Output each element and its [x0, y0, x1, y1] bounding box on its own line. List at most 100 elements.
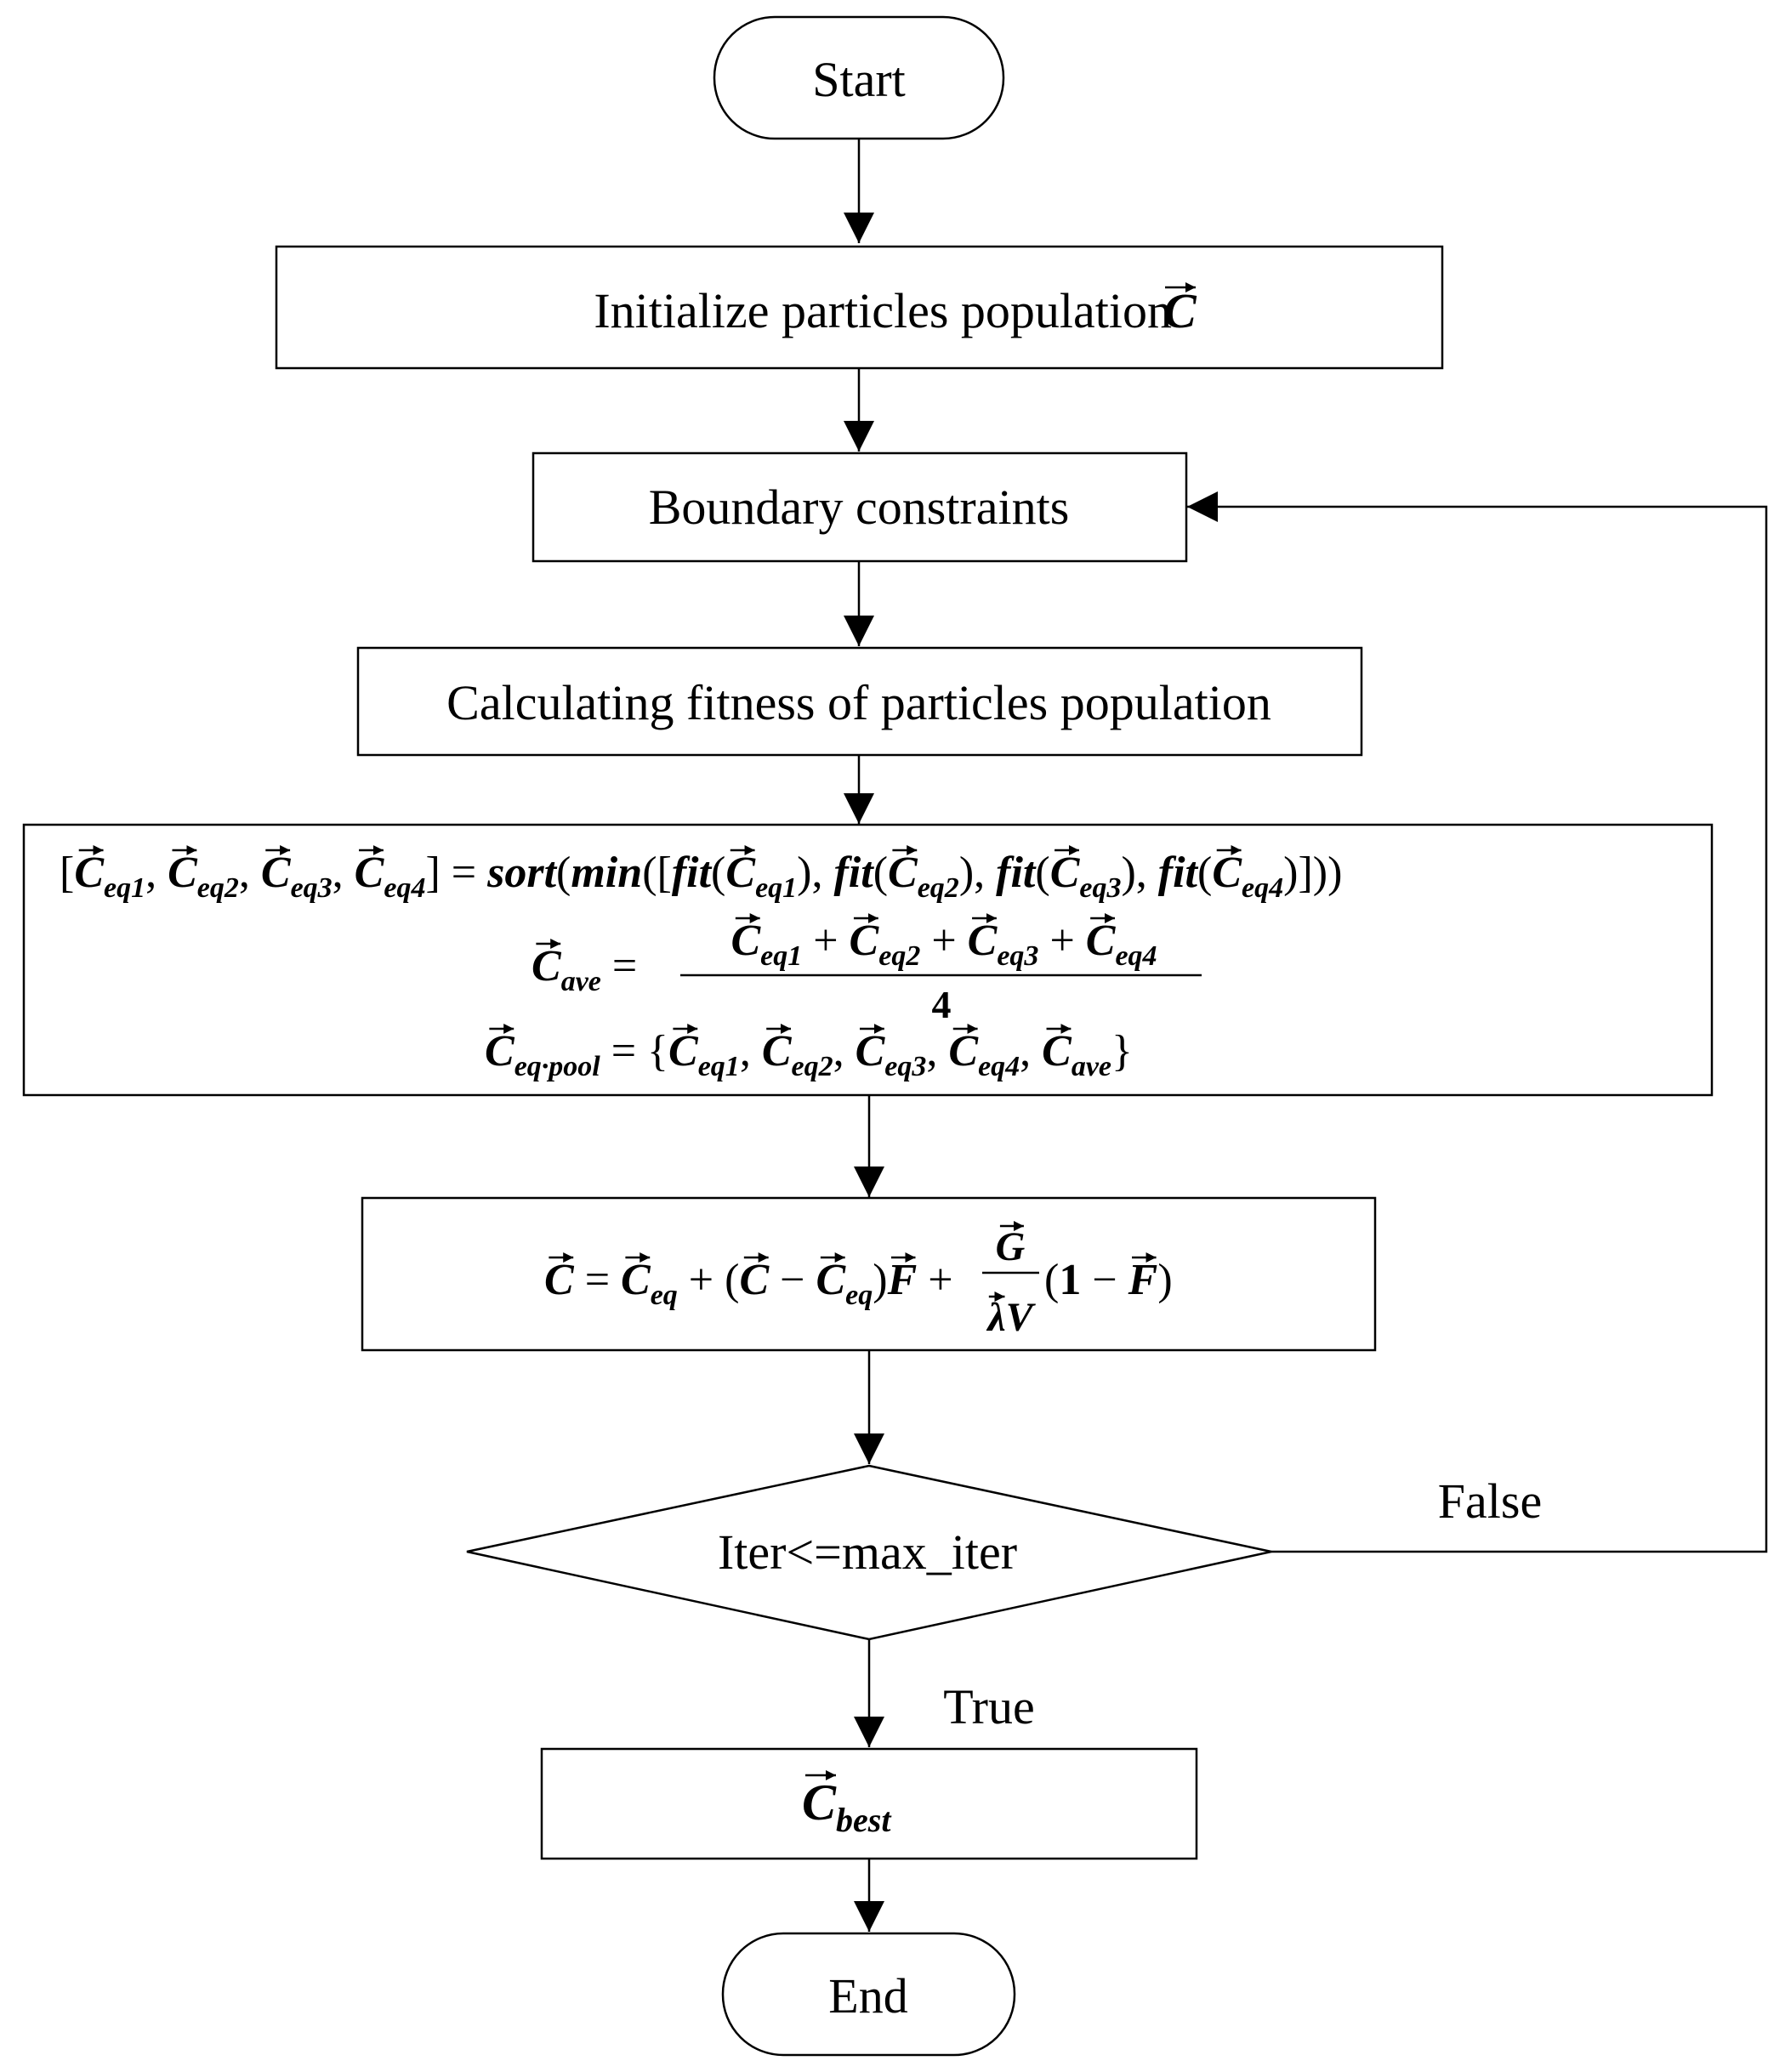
sub-eq4: eq4	[384, 872, 425, 904]
sub-eq1: eq1	[104, 872, 145, 904]
upd-lambda: λ	[986, 1295, 1005, 1340]
pool-c: C	[485, 1027, 515, 1076]
pool-sub-eq1: eq1	[698, 1051, 740, 1082]
fit-fn-3: fit	[996, 849, 1037, 897]
paren: )	[1157, 1256, 1172, 1304]
sub-eq3: eq3	[291, 872, 333, 904]
best-output-box	[540, 1747, 1198, 1860]
upd-sub-eq2: eq	[845, 1280, 873, 1311]
update-numerator-g: G	[996, 1224, 1026, 1269]
upd-c: C	[544, 1256, 575, 1304]
upd-one: 1	[1059, 1256, 1081, 1304]
num-sub-eq1: eq1	[760, 940, 802, 972]
c-eq3: C	[261, 849, 292, 897]
paren: ([	[642, 849, 672, 897]
upd-v: V	[1006, 1295, 1037, 1340]
pool-c-eq2: C	[762, 1027, 793, 1076]
plus: +	[917, 1256, 952, 1304]
c-ave: C	[532, 942, 562, 991]
brace-close: }	[1111, 1027, 1133, 1076]
paren: (	[556, 849, 571, 897]
upd-sub-eq: eq	[651, 1280, 678, 1311]
brace-open: = {	[600, 1027, 668, 1076]
pool-c-ave: C	[1042, 1027, 1072, 1076]
pool-sub-eq2: eq2	[792, 1051, 833, 1082]
c-eq1: C	[74, 849, 105, 897]
plus: +	[920, 917, 967, 965]
fit-c-eq2: C	[888, 849, 918, 897]
init-label-group: Initialize particles population C	[594, 282, 1197, 338]
sort-fn: sort	[486, 849, 557, 897]
equilibrium-pool-box	[22, 823, 1714, 1097]
best-c: C	[802, 1774, 837, 1831]
num-c-eq2: C	[850, 917, 880, 965]
paren: ),	[1121, 849, 1157, 897]
denominator-four: 4	[932, 983, 952, 1026]
start-terminal	[713, 15, 1005, 140]
fit-fn-4: fit	[1158, 849, 1199, 897]
comma: ,	[926, 1027, 948, 1076]
paren: )	[873, 1256, 887, 1304]
equation-average: Cave = Ceq1 + Ceq2 + Ceq3 + Ceq4 4	[532, 917, 1202, 1026]
paren: (	[873, 849, 888, 897]
fitness-process-box	[356, 646, 1363, 757]
pool-text: Ceq·pool = {Ceq1, Ceq2, Ceq3, Ceq4, Cave…	[485, 1027, 1133, 1082]
comma: ,	[1020, 1027, 1042, 1076]
comma: ,	[145, 849, 168, 897]
num-sub-eq4: eq4	[1115, 940, 1157, 972]
iteration-decision	[466, 1464, 1272, 1641]
min-fn: min	[571, 849, 642, 897]
upd-c-eq2: C	[816, 1256, 846, 1304]
upd-c-eq: C	[621, 1256, 651, 1304]
boundary-process-box	[532, 451, 1188, 563]
update-text: C = Ceq + (C − Ceq)F +	[544, 1256, 953, 1311]
end-terminal	[721, 1932, 1016, 2057]
comma: ,	[833, 1027, 856, 1076]
num-sub-eq2: eq2	[878, 940, 920, 972]
equation-sort-line: [Ceq1, Ceq2, Ceq3, Ceq4] = sort(min([fit…	[60, 849, 1342, 904]
num-c-eq1: C	[730, 917, 761, 965]
pool-c-eq3: C	[856, 1027, 886, 1076]
equation-vector-arrows	[78, 845, 1242, 1302]
sub-ave: ave	[561, 966, 601, 997]
fit-sub-eq2: eq2	[918, 872, 959, 904]
eq-sort-text: [Ceq1, Ceq2, Ceq3, Ceq4] = sort(min([fit…	[60, 849, 1342, 904]
pool-c-eq1: C	[668, 1027, 699, 1076]
fit-c-eq3: C	[1050, 849, 1081, 897]
fit-c-eq4: C	[1212, 849, 1242, 897]
update-denominator: λV	[986, 1295, 1036, 1340]
fit-sub-eq4: eq4	[1242, 872, 1283, 904]
upd-f2: F	[1128, 1256, 1158, 1304]
best-output-label: Cbest	[802, 1770, 892, 1839]
bracket-open: [	[60, 849, 74, 897]
paren: ),	[959, 849, 996, 897]
best-text: Cbest	[802, 1774, 892, 1839]
decision-label: Iter<=max_iter	[718, 1524, 1017, 1580]
false-edge-label: False	[1438, 1473, 1542, 1529]
fit-fn-1: fit	[672, 849, 713, 897]
comma: ,	[333, 849, 355, 897]
sub-pool: eq·pool	[514, 1051, 601, 1082]
minus: −	[769, 1256, 816, 1304]
pool-sub-eq3: eq3	[884, 1051, 926, 1082]
equals: =	[574, 1256, 621, 1304]
init-label: Initialize particles population	[594, 283, 1172, 338]
pool-sub-eq4: eq4	[978, 1051, 1020, 1082]
c-eq4: C	[355, 849, 385, 897]
paren: (	[1035, 849, 1049, 897]
init-vector-c: C	[1163, 283, 1197, 338]
equation-pool: Ceq·pool = {Ceq1, Ceq2, Ceq3, Ceq4, Cave…	[485, 1027, 1133, 1082]
equals: =	[601, 942, 637, 991]
plus: +	[1038, 917, 1085, 965]
fitness-label: Calculating fitness of particles populat…	[446, 675, 1271, 730]
upd-c2: C	[739, 1256, 770, 1304]
end-label: End	[828, 1968, 907, 2024]
plus: + (	[678, 1256, 740, 1304]
update-process-box	[361, 1196, 1377, 1352]
c-eq2: C	[168, 849, 198, 897]
best-sub: best	[836, 1801, 892, 1839]
c-ave-lhs: Cave =	[532, 942, 637, 997]
pool-c-eq4: C	[948, 1027, 979, 1076]
paren: ),	[797, 849, 833, 897]
boundary-label: Boundary constraints	[649, 480, 1070, 535]
